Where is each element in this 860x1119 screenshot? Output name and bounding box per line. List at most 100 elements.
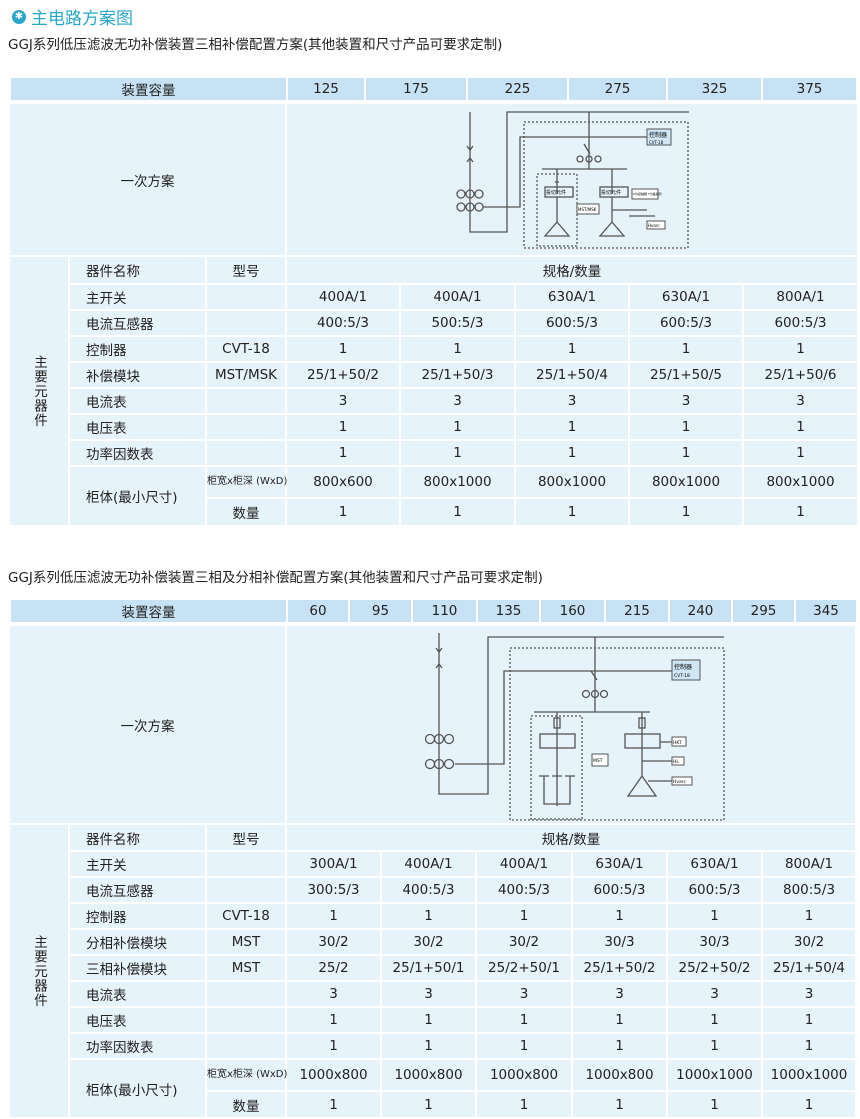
diagram-hvarc-label: Hvarc (673, 779, 687, 785)
component-model (205, 980, 287, 1008)
header-spec: 规格/数量 (285, 255, 859, 285)
component-value: 500:5/3 (399, 309, 516, 337)
table-row: 主要元器件器件名称型号规格/数量 (8, 255, 859, 527)
table-row: 一次方案 控制器 CVT-18 MST HKT HL Hvarc (8, 624, 858, 825)
component-model (205, 850, 287, 878)
component-value: 3 (571, 980, 668, 1008)
header-spec: 规格/数量 (284, 823, 858, 852)
capacity-value: 275 (567, 76, 668, 102)
component-value: 30/2 (380, 928, 477, 956)
capacity-value: 95 (348, 598, 413, 624)
component-value: 1 (380, 1006, 477, 1034)
scheme-label: 一次方案 (8, 102, 287, 257)
cabinet-size-value: 800x1000 (628, 465, 744, 499)
cabinet-size-value: 1000x800 (571, 1058, 668, 1092)
component-model (205, 309, 287, 337)
component-value: 1 (380, 1032, 477, 1060)
component-value: 400A/1 (380, 850, 477, 878)
component-value: 3 (285, 387, 401, 415)
header-model: 型号 (205, 823, 287, 852)
header-name: 器件名称 (68, 823, 207, 852)
component-value: 25/1+50/3 (399, 361, 516, 389)
component-name: 电流表 (68, 387, 207, 415)
component-model: MST (205, 928, 287, 956)
component-model: CVT-18 (205, 335, 287, 363)
component-value: 25/1+50/4 (760, 954, 858, 982)
component-value: 600:5/3 (514, 309, 630, 337)
table-row: 主要元器件器件名称型号规格/数量 (8, 823, 858, 1119)
diagram-controller-model: CVT-18 (674, 673, 690, 679)
capacity-value: 295 (731, 598, 796, 624)
component-value: 1 (514, 439, 630, 467)
component-value: 800A/1 (742, 283, 859, 311)
cabinet-size-value: 800x1000 (399, 465, 516, 499)
component-value: 1 (760, 1006, 858, 1034)
diagram-note: K为接触器 T为晶闸管 (633, 191, 662, 196)
component-name: 功率因数表 (68, 1032, 207, 1060)
component-value: 1 (666, 1006, 763, 1034)
component-name: 电流互感器 (68, 309, 207, 337)
component-value: 1 (475, 902, 573, 930)
cabinet-size-value: 800x1000 (514, 465, 630, 499)
component-name: 电压表 (68, 1006, 207, 1034)
component-model (205, 1006, 287, 1034)
component-value: 400:5/3 (285, 309, 401, 337)
component-model: MST/MSK (205, 361, 287, 389)
component-value: 25/1+50/2 (571, 954, 668, 982)
diagram-controller-label: 控制器 (649, 131, 667, 139)
component-value: 1 (399, 439, 516, 467)
group-label: 主要元器件 (8, 823, 70, 1119)
component-model (205, 439, 287, 467)
cabinet-name: 柜体(最小尺寸) (68, 465, 207, 527)
component-name: 电压表 (68, 413, 207, 441)
component-model: MST (205, 954, 287, 982)
component-value: 400:5/3 (380, 876, 477, 904)
diagram-hvarc-label: Hvarc (648, 223, 660, 228)
component-value: 1 (628, 335, 744, 363)
component-model (205, 876, 287, 904)
circuit-diagram-2: 控制器 CVT-18 MST HKT HL Hvarc (424, 633, 725, 821)
cabinet-size-label: 柜宽x柜深 (WxD) (205, 465, 287, 499)
component-value: 1 (742, 335, 859, 363)
component-value: 1 (571, 902, 668, 930)
component-name: 电流互感器 (68, 876, 207, 904)
component-value: 1 (285, 335, 401, 363)
diagram-module-label: MST (593, 758, 603, 764)
component-name: 三相补偿模块 (68, 954, 207, 982)
cabinet-size-value: 1000x1000 (760, 1058, 858, 1092)
component-value: 3 (760, 980, 858, 1008)
component-value: 1 (285, 1032, 382, 1060)
circuit-diagram-1: 控制器 CVT-18 投切元件 投切元件 MST/MSK K为接触器 T为晶闸管… (456, 111, 689, 249)
capacity-value: 225 (466, 76, 569, 102)
component-name: 补偿模块 (68, 361, 207, 389)
component-model (205, 283, 287, 311)
component-value: 800A/1 (760, 850, 858, 878)
component-value: 1 (399, 413, 516, 441)
component-value: 1 (475, 1006, 573, 1034)
component-value: 25/1+50/5 (628, 361, 744, 389)
component-value: 3 (666, 980, 763, 1008)
component-value: 30/2 (760, 928, 858, 956)
cabinet-size-value: 1000x800 (380, 1058, 477, 1092)
component-value: 3 (514, 387, 630, 415)
component-value: 300:5/3 (285, 876, 382, 904)
table2-title: GGJ系列低压滤波无功补偿装置三相及分相补偿配置方案(其他装置和尺寸产品可要求定… (8, 570, 543, 586)
cabinet-qty-value: 1 (399, 497, 516, 527)
capacity-label: 装置容量 (9, 76, 288, 102)
component-value: 30/3 (571, 928, 668, 956)
component-value: 25/2+50/2 (666, 954, 763, 982)
diagram-controller-label: 控制器 (674, 663, 692, 671)
cabinet-size-value: 1000x800 (285, 1058, 382, 1092)
header-name: 器件名称 (68, 255, 207, 285)
cabinet-qty-label: 数量 (205, 1090, 287, 1119)
